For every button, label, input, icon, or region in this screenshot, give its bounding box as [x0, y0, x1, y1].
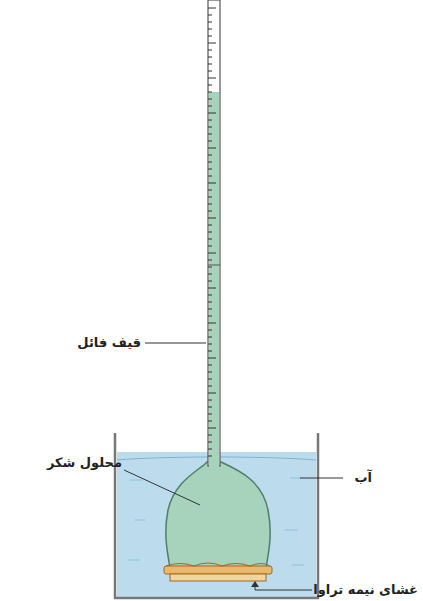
tick [208, 393, 216, 394]
tick [208, 365, 212, 366]
tick [208, 456, 212, 457]
tick [208, 120, 212, 121]
tick [208, 127, 212, 128]
leader-line [255, 590, 312, 591]
tick [208, 246, 212, 247]
tick [208, 274, 212, 275]
beaker [115, 433, 318, 598]
tick [208, 358, 216, 359]
tick [208, 183, 216, 184]
tick [208, 330, 212, 331]
tick [208, 29, 212, 30]
tick [208, 211, 212, 212]
tick [208, 22, 212, 23]
tick [208, 134, 212, 135]
tick [208, 15, 212, 16]
tick [208, 155, 212, 156]
semipermeable-membrane [164, 566, 272, 574]
tick [208, 197, 212, 198]
tube-joint [208, 265, 220, 266]
tick [208, 421, 212, 422]
tick [208, 232, 212, 233]
tick [208, 288, 216, 289]
tick [208, 78, 216, 79]
tick [208, 379, 212, 380]
tick [208, 253, 216, 254]
tick [208, 57, 212, 58]
tick [208, 92, 212, 93]
tick [208, 414, 212, 415]
graduations [208, 8, 216, 456]
tick [208, 386, 212, 387]
tick [208, 190, 212, 191]
tick [208, 337, 212, 338]
water [117, 452, 316, 597]
tick [208, 36, 212, 37]
tick [208, 71, 212, 72]
tick [208, 141, 212, 142]
funnel-bulb [166, 462, 270, 568]
tick [208, 162, 212, 163]
part-label: غشای نیمه تراوا [313, 582, 418, 598]
tick [208, 435, 212, 436]
tick [208, 372, 212, 373]
tick [208, 428, 216, 429]
tick [208, 99, 212, 100]
arrow-head [251, 581, 259, 587]
tick [208, 442, 212, 443]
funnel-tube [208, 0, 220, 466]
part-label: قیف فائل [77, 335, 141, 351]
tick [208, 50, 212, 51]
part-label: محلول شکر [47, 455, 122, 471]
tick [208, 64, 212, 65]
tick [208, 43, 216, 44]
tick [208, 176, 212, 177]
tick [208, 260, 212, 261]
tick [208, 400, 212, 401]
tick [208, 302, 212, 303]
tick [208, 309, 212, 310]
tick [208, 106, 212, 107]
tick [208, 113, 216, 114]
membrane-band [170, 574, 266, 581]
tick [208, 316, 212, 317]
tick [208, 148, 216, 149]
tick [208, 407, 212, 408]
membrane-edge [166, 563, 270, 566]
tick [208, 449, 212, 450]
leader-line [300, 478, 343, 479]
tick [208, 85, 212, 86]
tick [208, 239, 212, 240]
tick [208, 218, 216, 219]
tick [208, 295, 212, 296]
leader-line [124, 470, 200, 505]
tick [208, 267, 212, 268]
part-label: آب [354, 470, 372, 486]
tick [208, 225, 212, 226]
tick [208, 169, 212, 170]
tick [208, 344, 212, 345]
tick [208, 204, 212, 205]
tick [208, 8, 216, 9]
tick [208, 323, 216, 324]
tick [208, 351, 212, 352]
leader-line [145, 343, 206, 344]
tick [208, 281, 212, 282]
tube-liquid [209, 92, 219, 467]
